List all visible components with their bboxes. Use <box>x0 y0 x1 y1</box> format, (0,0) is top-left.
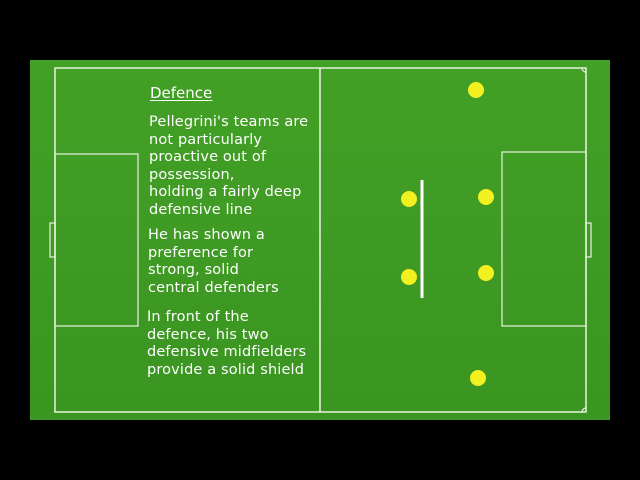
player-marker <box>470 370 486 386</box>
pitch-diagram <box>49 67 592 413</box>
slide-heading: Defence <box>150 84 213 102</box>
player-marker <box>401 269 417 285</box>
paragraph-defensive-midfielders: In front of the defence, his two defensi… <box>147 309 307 378</box>
player-marker <box>478 189 494 205</box>
right-penalty-box <box>501 151 587 327</box>
left-goal <box>49 222 56 258</box>
player-marker <box>478 265 494 281</box>
paragraph-defensive-line: Pellegrini's teams are not particularly … <box>149 114 309 218</box>
paragraph-central-defenders: He has shown a preference for strong, so… <box>148 227 279 296</box>
left-penalty-box <box>54 153 139 327</box>
player-marker <box>401 191 417 207</box>
player-marker <box>468 82 484 98</box>
corner-arc-top-right <box>581 67 587 73</box>
right-goal <box>585 222 592 258</box>
corner-arc-bottom-right <box>581 407 587 413</box>
